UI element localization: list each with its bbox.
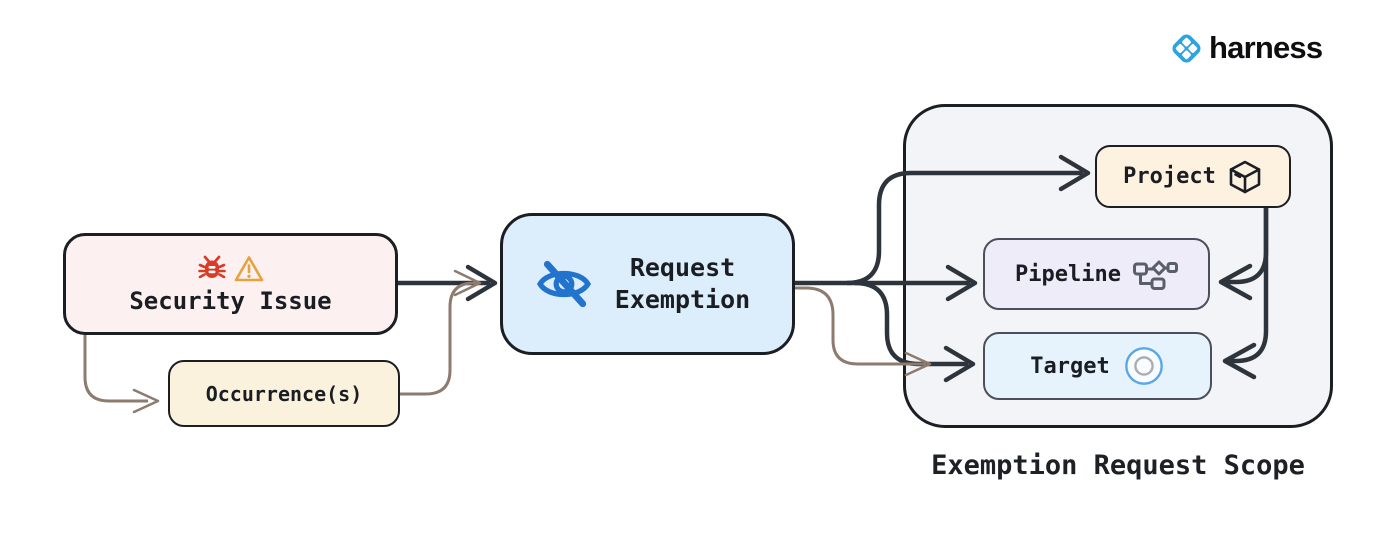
node-project: Project: [1095, 145, 1291, 208]
edge-project-to-target: [1230, 208, 1269, 364]
arrowhead-project-to-pipeline: [1218, 263, 1253, 301]
target-label: Target: [1030, 353, 1110, 379]
package-icon: [1229, 160, 1261, 193]
target-icon: [1124, 347, 1163, 385]
request-exemption-label: Request Exemption: [614, 252, 751, 315]
harness-logo: harness: [1169, 30, 1323, 66]
node-target: Target: [983, 332, 1212, 400]
project-label: Project: [1123, 164, 1216, 189]
harness-wordmark: harness: [1209, 30, 1323, 65]
harness-logo-icon: [1172, 34, 1201, 62]
edge-security-to-occurrence: [83, 335, 148, 403]
arrowhead-security-to-occurrence: [132, 388, 160, 414]
occurrences-label: Occurrence(s): [205, 381, 363, 406]
arrowhead-exemption-to-project: [1058, 154, 1091, 192]
scope-caption: Exemption Request Scope: [931, 450, 1305, 481]
bug-icon: [198, 255, 226, 278]
warning-icon: [234, 255, 264, 281]
edge-project-to-pipeline: [1226, 208, 1269, 285]
eye-off-icon: [536, 260, 591, 308]
node-occurrences: Occurrence(s): [168, 360, 400, 427]
arrowhead-occurrence-to-exemption: [453, 269, 482, 297]
pipeline-label: Pipeline: [1015, 261, 1121, 287]
node-request-exemption: Request Exemption: [500, 213, 795, 355]
edge-occurrence-to-target: [795, 286, 926, 366]
edge-occurrence-to-exemption: [400, 281, 477, 396]
edge-exemption-to-project: [846, 170, 1083, 286]
security-issue-label: Security Issue: [129, 286, 332, 315]
security-issue-icons: [197, 254, 264, 284]
arrowhead-security-to-exemption: [465, 264, 498, 302]
node-pipeline: Pipeline: [983, 238, 1210, 310]
pipeline-icon: [1132, 260, 1178, 290]
node-security-issue: Security Issue: [63, 233, 398, 335]
arrowhead-occurrence-to-target: [904, 351, 932, 377]
arrowhead-exemption-to-target: [943, 345, 976, 383]
arrowhead-project-to-target: [1222, 342, 1257, 380]
arrowhead-exemption-to-pipeline: [945, 264, 978, 302]
